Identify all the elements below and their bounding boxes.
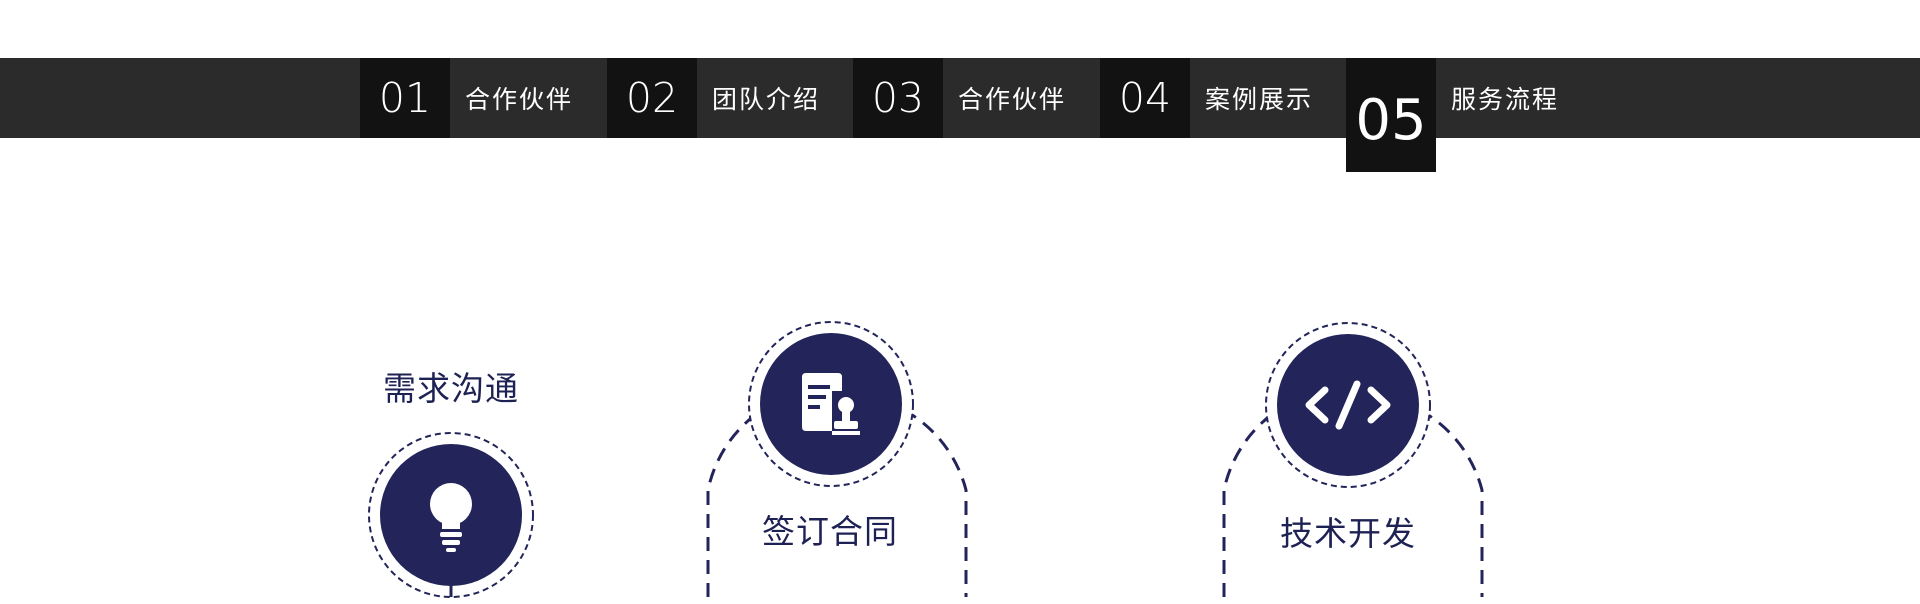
step-label-contract: 签订合同 <box>762 512 898 551</box>
nav-item-label: 服务流程 <box>1451 85 1560 114</box>
code-icon <box>1263 320 1433 494</box>
lightbulb-icon <box>366 430 536 604</box>
nav-item-label: 合作伙伴 <box>958 85 1067 114</box>
nav-item-number: 01 <box>360 58 450 138</box>
nav-item-label: 合作伙伴 <box>465 85 574 114</box>
step-label-development: 技术开发 <box>1280 514 1416 553</box>
nav-item-number: 03 <box>853 58 943 138</box>
nav-item-label: 团队介绍 <box>712 85 821 114</box>
nav-item-number: 05 <box>1346 58 1436 172</box>
section-nav-bar: 01 合作伙伴 02 团队介绍 03 合作伙伴 04 案例展示 05 服务流程 <box>0 58 1920 172</box>
step-label-requirements: 需求沟通 <box>383 369 519 408</box>
nav-item-number: 02 <box>607 58 697 138</box>
contract-stamp-icon <box>746 319 916 493</box>
nav-item-number: 04 <box>1100 58 1190 138</box>
nav-item-label: 案例展示 <box>1205 85 1314 114</box>
